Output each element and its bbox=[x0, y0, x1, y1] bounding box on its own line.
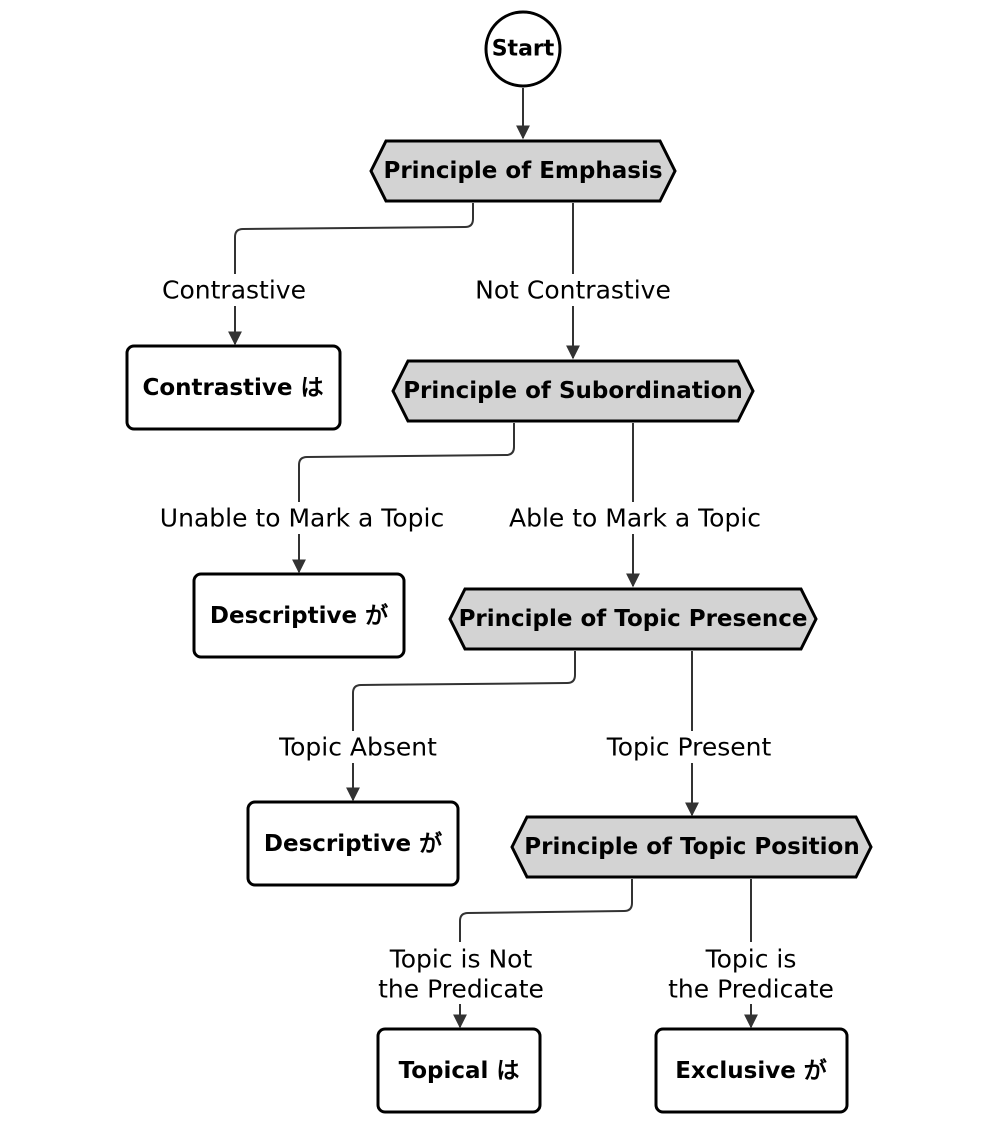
edge-label-able-to-mark-topic: Able to Mark a Topic bbox=[509, 504, 761, 533]
principle-of-topic-position-label: Principle of Topic Position bbox=[524, 834, 859, 860]
principle-of-emphasis-node: Principle of Emphasis bbox=[369, 139, 677, 203]
edge-labels: Contrastive Not Contrastive Unable to Ma… bbox=[150, 274, 842, 1004]
descriptive-ga-label-2: Descriptive が bbox=[264, 830, 442, 857]
principle-of-topic-presence-node: Principle of Topic Presence bbox=[448, 587, 818, 651]
nodes: Start Principle of Emphasis Contrastive … bbox=[125, 10, 873, 1114]
edge-label-topic-is-not-line-1: Topic is Not bbox=[389, 945, 533, 974]
edge-emphasis-to-contrastive bbox=[228, 203, 474, 346]
principle-of-topic-position-node: Principle of Topic Position bbox=[510, 815, 873, 879]
descriptive-ga-node-2: Descriptive が bbox=[246, 800, 460, 887]
exclusive-ga-label: Exclusive が bbox=[675, 1057, 827, 1084]
edge-label-topic-is-line-1: Topic is bbox=[705, 945, 797, 974]
contrastive-wa-label: Contrastive は bbox=[142, 375, 323, 401]
edge-label-topic-is-not-line-2: the Predicate bbox=[378, 975, 544, 1004]
edge-subordination-to-descriptive-1 bbox=[292, 423, 515, 574]
edge-label-not-contrastive: Not Contrastive bbox=[475, 276, 671, 305]
edge-label-unable-to-mark-topic: Unable to Mark a Topic bbox=[160, 504, 444, 533]
principle-of-emphasis-label: Principle of Emphasis bbox=[383, 158, 662, 184]
edge-label-topic-absent: Topic Absent bbox=[278, 733, 437, 762]
principle-of-subordination-label: Principle of Subordination bbox=[403, 378, 743, 404]
exclusive-ga-node: Exclusive が bbox=[654, 1027, 849, 1114]
principle-of-subordination-node: Principle of Subordination bbox=[391, 359, 755, 423]
descriptive-ga-label-1: Descriptive が bbox=[210, 602, 388, 629]
edge-label-topic-is-line-2: the Predicate bbox=[668, 975, 834, 1004]
topical-wa-node: Topical は bbox=[376, 1027, 542, 1114]
edge-label-contrastive: Contrastive bbox=[162, 276, 306, 305]
edge-label-topic-present: Topic Present bbox=[606, 733, 772, 762]
start-node: Start bbox=[484, 10, 562, 88]
contrastive-wa-node: Contrastive は bbox=[125, 344, 342, 431]
descriptive-ga-node-1: Descriptive が bbox=[192, 572, 406, 659]
edge-topic-presence-to-descriptive-2 bbox=[346, 651, 576, 802]
principle-of-topic-presence-label: Principle of Topic Presence bbox=[459, 606, 808, 632]
start-label: Start bbox=[492, 37, 555, 62]
edge-topic-position-to-topical bbox=[453, 879, 633, 1029]
topical-wa-label: Topical は bbox=[399, 1058, 520, 1084]
